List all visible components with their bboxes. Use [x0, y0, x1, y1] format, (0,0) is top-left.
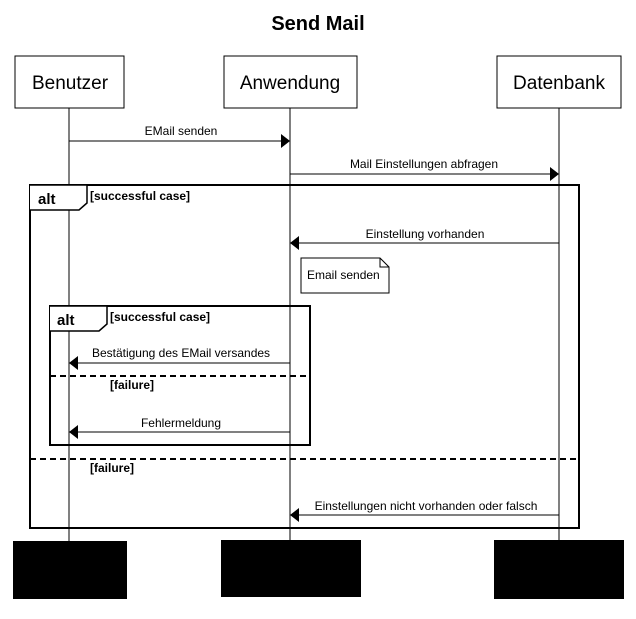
message-mail-einstellungen-abfragen: Mail Einstellungen abfragen: [290, 157, 559, 181]
arrowhead-left-icon: [69, 356, 78, 370]
fragment-guard: [successful case]: [90, 189, 190, 203]
arrowhead-left-icon: [290, 508, 299, 522]
arrowhead-right-icon: [281, 134, 290, 148]
message-label: Fehlermeldung: [141, 416, 221, 430]
note: Email senden: [300, 257, 390, 294]
fragment-keyword: alt: [38, 191, 56, 208]
note-fold-corner: [379, 258, 389, 268]
fragment-else-guard: [failure]: [90, 461, 134, 475]
fragment-else-guard: [failure]: [110, 378, 154, 392]
message-label: Einstellung vorhanden: [366, 227, 485, 241]
participant-label: Anwendung: [240, 73, 340, 94]
note-text: Email senden: [307, 268, 380, 282]
fragment-keyword: alt: [57, 312, 75, 329]
participant-box: [496, 55, 622, 109]
participant-footer-user: [13, 541, 127, 599]
inner-alt-fragment: alt [successful case] [failure]: [49, 305, 311, 446]
participant-db: Datenbank: [496, 55, 622, 109]
message-einstellung-vorhanden: Einstellung vorhanden: [290, 227, 559, 250]
arrowhead-left-icon: [290, 236, 299, 250]
message-label: Bestätigung des EMail versandes: [92, 346, 270, 360]
message-einstellungen-nicht-vorhanden: Einstellungen nicht vorhanden oder falsc…: [290, 499, 559, 522]
participant-footer-app: [221, 540, 361, 597]
fragment-tab: [30, 184, 88, 211]
participant-box: [14, 55, 125, 109]
outer-alt-fragment: alt [successful case] [failure]: [29, 184, 580, 529]
participant-user: Benutzer: [14, 55, 125, 109]
lifelines: [68, 108, 560, 541]
message-email-senden: EMail senden: [69, 124, 290, 148]
diagram-title: Send Mail: [271, 13, 364, 35]
message-bestaetigung: Bestätigung des EMail versandes: [69, 346, 290, 370]
message-label: Mail Einstellungen abfragen: [350, 157, 498, 171]
participant-box: [223, 55, 358, 109]
arrowhead-right-icon: [550, 167, 559, 181]
participant-label: Datenbank: [513, 73, 605, 94]
fragment-tab: [50, 305, 108, 332]
arrowhead-left-icon: [69, 425, 78, 439]
message-label: EMail senden: [145, 124, 218, 138]
note-box: [300, 257, 390, 294]
fragment-frame: [29, 184, 580, 529]
fragment-guard: [successful case]: [110, 310, 210, 324]
message-label: Einstellungen nicht vorhanden oder falsc…: [315, 499, 538, 513]
participant-footer-boxes: [13, 540, 624, 599]
participant-label: Benutzer: [32, 73, 109, 94]
participant-app: Anwendung: [223, 55, 358, 109]
participant-footer-db: [494, 540, 624, 599]
message-fehlermeldung: Fehlermeldung: [69, 416, 290, 439]
